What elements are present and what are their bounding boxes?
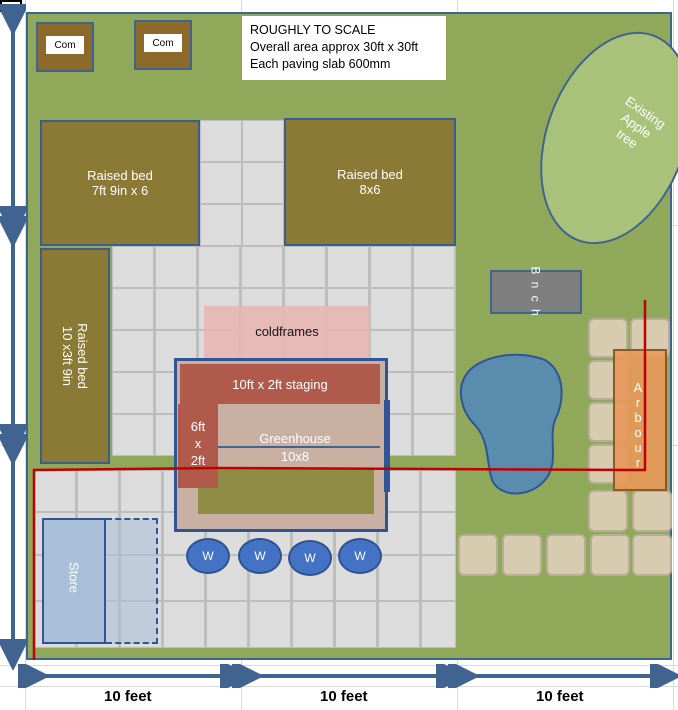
note-line: Each paving slab 600mm <box>250 57 391 71</box>
greenhouse-label: Greenhouse 10x8 <box>240 430 350 466</box>
water-butt: W <box>288 540 332 576</box>
store <box>42 518 106 644</box>
pond <box>459 353 563 495</box>
greenhouse-bed <box>198 468 374 514</box>
coldframes: coldframes <box>204 306 370 362</box>
staging-small-line: 6ft <box>190 419 206 434</box>
horizontal-dimension-arrows <box>18 664 678 688</box>
staging-small-line: x <box>194 436 202 451</box>
coldframes-label: coldframes <box>255 324 319 339</box>
water-pipe <box>32 300 647 660</box>
bed-size: 7ft 9in x 6 <box>91 183 149 198</box>
scale-note: ROUGHLY TO SCALE Overall area approx 30f… <box>242 16 446 80</box>
greenhouse-name: Greenhouse <box>259 431 331 446</box>
raised-bed-2: Raised bed 8x6 <box>284 118 456 246</box>
dimension-label: 10 feet <box>104 688 152 705</box>
bed-label: Raised bed <box>87 168 153 183</box>
greenhouse-divider <box>218 446 380 448</box>
bench: B n c h <box>490 266 582 318</box>
bed-label: Raised bed <box>337 167 403 182</box>
staging: 10ft x 2ft staging <box>180 364 380 404</box>
note-line: ROUGHLY TO SCALE <box>250 23 376 37</box>
vertical-dimension-arrows <box>0 4 26 670</box>
raised-bed-1: Raised bed 7ft 9in x 6 <box>40 120 200 246</box>
water-butt: W <box>338 538 382 574</box>
arbour <box>613 349 667 491</box>
water-butt: W <box>238 538 282 574</box>
greenhouse-size: 10x8 <box>280 449 310 464</box>
grid-line <box>673 0 674 710</box>
compost-label: Com <box>46 36 84 54</box>
bed-size: 8x6 <box>359 182 381 197</box>
compost-label: Com <box>144 34 182 52</box>
dimension-label: 10 feet <box>320 688 368 705</box>
greenhouse-door <box>384 400 390 492</box>
water-butt: W <box>186 538 230 574</box>
arbour-label: A r b o u r <box>628 380 648 470</box>
dimension-label: 10 feet <box>536 688 584 705</box>
raised-bed-3: Raised bed 10 x3ft 9in <box>40 248 110 464</box>
note-line: Overall area approx 30ft x 30ft <box>250 40 419 54</box>
compost-bin: Com <box>134 20 192 70</box>
staging-small: 6ft x 2ft <box>178 404 218 488</box>
staging-label: 10ft x 2ft staging <box>232 376 328 392</box>
staging-small-line: 2ft <box>190 453 206 468</box>
store-extension <box>106 518 158 644</box>
arbour-text: A r b o u r <box>633 380 643 470</box>
compost-bin: Com <box>36 22 94 72</box>
